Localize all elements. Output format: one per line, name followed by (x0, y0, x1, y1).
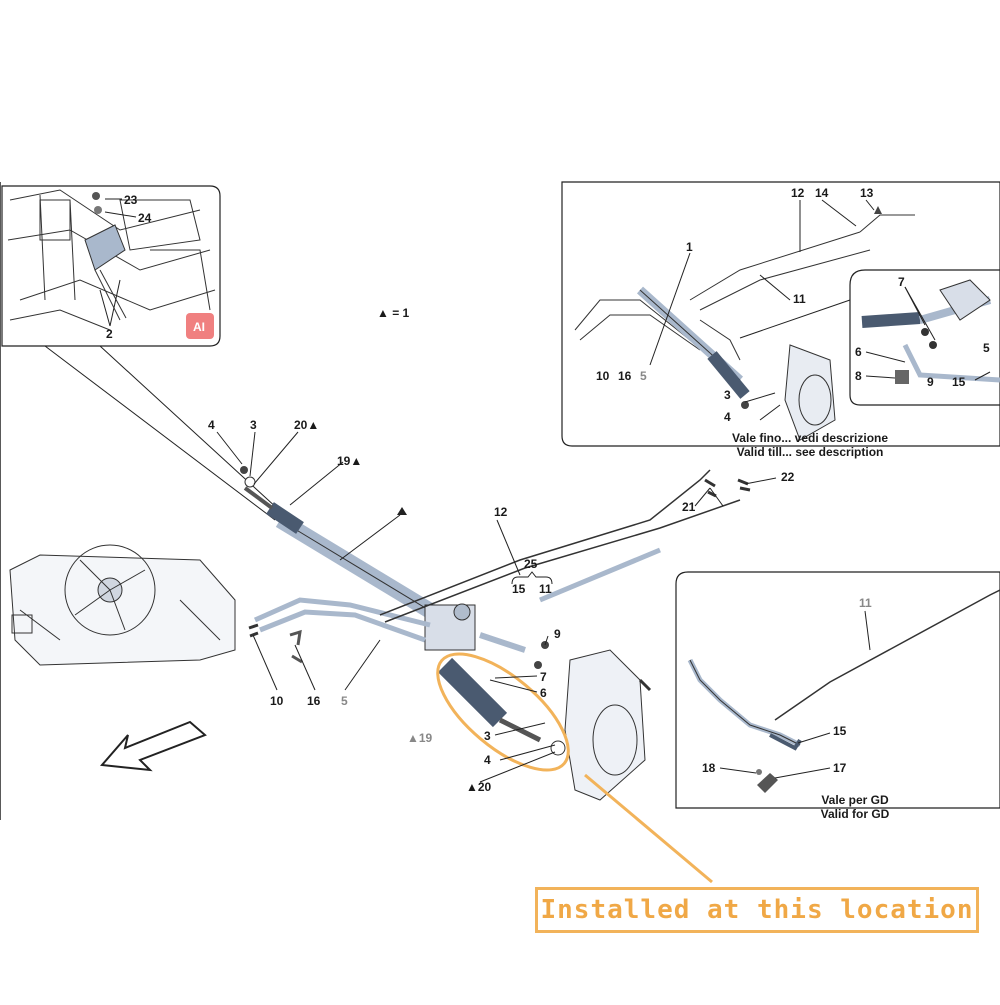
clip-10-icon (248, 623, 259, 638)
detail-bracket-8-icon (895, 370, 909, 384)
label-9: 9 (554, 627, 561, 641)
detail-label-5: 5 (983, 341, 990, 355)
washer-24-icon (94, 206, 102, 214)
highlight-ellipse (436, 652, 570, 772)
inset-br-label-15: 15 (833, 724, 847, 738)
detail-label-8: 8 (855, 369, 862, 383)
inset-tr-label-5: 5 (640, 369, 647, 383)
label-4-lower: 4 (484, 753, 491, 767)
inset-tr-label-1: 1 (686, 240, 693, 254)
inset-br-label-18: 18 (702, 761, 716, 775)
inset-tl-leader-2 (99, 345, 291, 521)
label-3-lower: 3 (484, 729, 491, 743)
inset-tr-caption-it: Vale fino... vedi descrizione (732, 431, 888, 445)
inset-top-left: 23 24 2 AI (1, 185, 221, 347)
inset-top-right: 12 14 13 1 11 10 16 5 3 4 Vale fino... v… (561, 181, 1000, 459)
nut-23-icon (92, 192, 100, 200)
inset-tr-label-13: 13 (860, 186, 874, 200)
ai-badge-icon (186, 313, 214, 339)
part-7-icon (534, 661, 542, 669)
label-12: 12 (494, 505, 508, 519)
inset-tl-label-23: 23 (124, 193, 138, 207)
highlight-leader (584, 773, 713, 884)
inset-tr-clip-13-icon (874, 206, 882, 214)
inset-tl-label-2: 2 (106, 327, 113, 341)
arrow-front-indicator (99, 720, 207, 772)
radiator-fan-assembly (9, 544, 236, 666)
tie-rod-end-icon (550, 740, 566, 756)
inset-tr-label-12: 12 (791, 186, 805, 200)
label-19-triangle: 19▲ (337, 454, 362, 468)
ai-badge-text: AI (193, 320, 205, 334)
clip-22-icon (737, 478, 751, 492)
rack-triangle-marker-icon (397, 507, 407, 515)
callout-text: Installed at this location (540, 895, 974, 925)
label-20-triangle-lower: ▲20 (466, 780, 492, 794)
rack-boot-left (266, 502, 304, 534)
nut-4-icon (240, 466, 248, 474)
inset-tr-label-3: 3 (724, 388, 731, 402)
detail-label-15: 15 (952, 375, 966, 389)
steering-knuckle (564, 649, 652, 801)
inset-detail: 7 6 8 9 5 15 (849, 269, 1000, 406)
label-25: 25 (524, 557, 538, 571)
bolt-18-icon (756, 769, 762, 775)
label-6: 6 (540, 686, 547, 700)
inset-br-label-17: 17 (833, 761, 847, 775)
label-11: 11 (539, 582, 552, 596)
bracket-17-icon (757, 773, 778, 793)
main-leaders (216, 431, 777, 783)
steering-rack (243, 486, 542, 743)
detail-label-7: 7 (898, 275, 905, 289)
rack-boot-right (437, 657, 508, 728)
inset-tr-label-16: 16 (618, 369, 632, 383)
inset-tr-label-10: 10 (596, 369, 610, 383)
inset-tl-label-24: 24 (138, 211, 152, 225)
inset-tl-drawing (7, 189, 216, 331)
detail-label-9: 9 (927, 375, 934, 389)
label-3: 3 (250, 418, 257, 432)
inset-tr-nut-icon (741, 401, 749, 409)
inset-tr-caption-en: Valid till... see description (737, 445, 884, 459)
clip-16-icon (289, 629, 303, 664)
inset-tr-label-11: 11 (793, 292, 806, 306)
installed-location-callout: Installed at this location (535, 887, 979, 933)
label-7: 7 (540, 670, 547, 684)
label-4: 4 (208, 418, 215, 432)
inset-br-caption-en: Valid for GD (821, 807, 890, 821)
label-22: 22 (781, 470, 795, 484)
label-16: 16 (307, 694, 321, 708)
inset-tr-label-14: 14 (815, 186, 829, 200)
detail-oring-icon (921, 328, 929, 336)
inset-br-caption-it: Vale per GD (821, 793, 889, 807)
inset-tl-leader-1 (44, 345, 276, 521)
label-10: 10 (270, 694, 284, 708)
inset-bottom-right: 11 15 18 17 Vale per GD Valid for GD (675, 571, 1000, 821)
inset-br-label-11: 11 (859, 596, 872, 610)
label-5: 5 (341, 694, 348, 708)
washer-3-icon (244, 476, 256, 488)
detail-oring-2-icon (929, 341, 937, 349)
label-19-triangle-lower: ▲19 (407, 731, 433, 745)
label-15: 15 (512, 582, 526, 596)
label-21: 21 (682, 500, 696, 514)
clip-21-icon (704, 478, 717, 498)
inset-tr-label-4: 4 (724, 410, 731, 424)
legend-triangle: ▲ = 1 (377, 306, 410, 320)
label-20-triangle: 20▲ (294, 418, 319, 432)
hydraulic-lines (253, 469, 741, 653)
detail-label-6: 6 (855, 345, 862, 359)
